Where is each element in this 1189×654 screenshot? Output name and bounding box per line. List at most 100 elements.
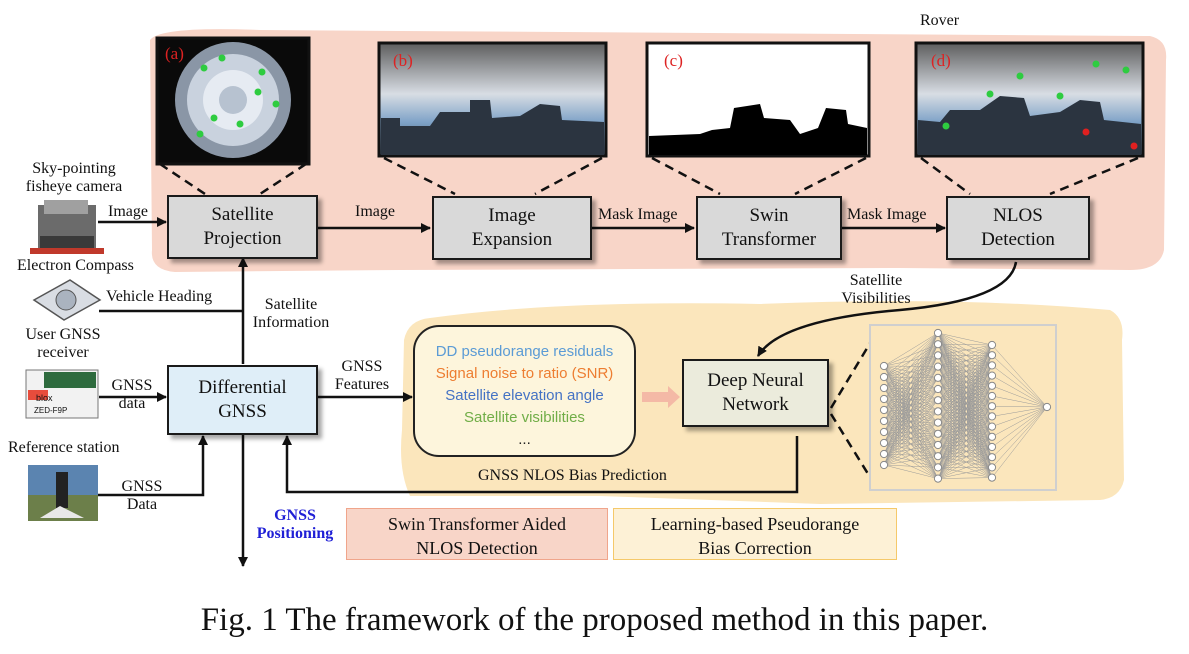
- image-label-1: Image: [108, 203, 148, 220]
- panel-c-tag: (c): [664, 51, 683, 70]
- nn-node: [933, 384, 943, 394]
- nn-edge: [937, 375, 993, 390]
- panel-d-nlos-result-image: [914, 41, 1145, 158]
- nn-edge: [937, 426, 993, 479]
- nn-edge: [937, 411, 993, 448]
- neural-network-illustration: [869, 324, 1057, 491]
- nn-edge: [937, 467, 993, 478]
- nn-edge: [937, 436, 993, 457]
- nn-node: [987, 453, 997, 462]
- nn-edge: [883, 377, 939, 466]
- nn-edge: [937, 344, 993, 479]
- nn-edge: [937, 365, 993, 390]
- nn-node: [987, 340, 997, 350]
- panel-b-expanded-image: [377, 41, 608, 158]
- nn-node: [879, 372, 889, 382]
- nn-node: [933, 452, 943, 461]
- nn-node: [933, 440, 943, 450]
- panel-d-tag: (d): [931, 51, 951, 70]
- nn-node: [987, 422, 997, 431]
- nn-edge: [937, 395, 993, 435]
- nn-node: [987, 361, 997, 370]
- nn-edge: [937, 405, 993, 446]
- nn-edge: [991, 385, 1048, 408]
- nn-edge: [937, 395, 993, 423]
- nn-edge: [937, 467, 993, 479]
- nn-edge: [937, 456, 993, 479]
- nn-edge: [937, 344, 993, 457]
- nn-edge: [937, 446, 993, 468]
- nn-edge: [937, 422, 993, 427]
- nn-edge: [937, 426, 993, 446]
- nn-edge: [937, 399, 993, 438]
- nn-edge: [937, 426, 993, 457]
- nn-edge: [991, 406, 1048, 478]
- receiver-brand-label: blox: [36, 393, 53, 403]
- nn-edge: [937, 395, 993, 412]
- nn-node: [987, 412, 997, 421]
- nn-edge: [883, 332, 939, 389]
- nn-edge: [937, 444, 993, 448]
- nn-edge: [937, 433, 993, 438]
- nn-node: [879, 449, 889, 459]
- nn-edge: [937, 385, 993, 412]
- nn-node: [933, 474, 943, 483]
- nn-edge: [937, 399, 993, 407]
- feature-flow-arrow: [642, 386, 680, 408]
- nn-node: [879, 460, 889, 470]
- nn-edge: [883, 433, 939, 466]
- nn-node: [987, 432, 997, 441]
- nn-edge: [937, 344, 993, 468]
- nn-node: [879, 383, 889, 393]
- nn-node: [987, 391, 997, 401]
- nn-edge: [937, 355, 993, 412]
- nn-edge: [937, 354, 993, 390]
- nn-edge: [883, 332, 939, 411]
- nn-edge: [937, 332, 993, 356]
- nn-node: [987, 351, 997, 360]
- nn-edge: [991, 344, 1048, 408]
- nn-edge: [883, 332, 939, 400]
- nn-edge: [937, 344, 993, 434]
- nn-edge: [937, 426, 993, 435]
- nn-edge: [991, 395, 1048, 408]
- nn-node: [933, 396, 943, 405]
- nn-edge: [883, 422, 939, 466]
- nn-edge: [937, 395, 993, 468]
- nn-node: [987, 402, 997, 411]
- nn-node: [879, 427, 889, 437]
- nn-edge: [937, 365, 993, 401]
- nn-edge: [937, 436, 993, 468]
- nn-edge: [937, 411, 993, 427]
- nn-edge: [937, 385, 993, 446]
- nn-edge: [937, 456, 993, 468]
- nn-edge: [937, 436, 993, 479]
- nn-edge: [937, 385, 993, 479]
- nn-edge: [937, 375, 993, 412]
- nn-edge: [883, 332, 939, 422]
- nn-edge: [937, 406, 993, 468]
- nn-node: [933, 328, 943, 338]
- nn-edge: [937, 400, 993, 448]
- flow-arrows: [97, 217, 1018, 567]
- nn-node: [987, 442, 997, 452]
- nn-edge: [937, 399, 993, 417]
- nn-node: [987, 381, 997, 390]
- nn-edge: [937, 385, 993, 401]
- nn-edge: [937, 375, 993, 434]
- nn-edge: [937, 388, 993, 417]
- nn-edge: [883, 464, 939, 468]
- nn-node: [933, 362, 943, 371]
- nn-node: [879, 394, 889, 404]
- nn-node: [933, 463, 943, 472]
- nn-edge: [937, 365, 993, 423]
- nn-edge: [883, 332, 939, 466]
- panel-c-mask-image: [645, 41, 871, 158]
- nn-edge: [937, 375, 993, 446]
- nn-edge: [937, 365, 993, 479]
